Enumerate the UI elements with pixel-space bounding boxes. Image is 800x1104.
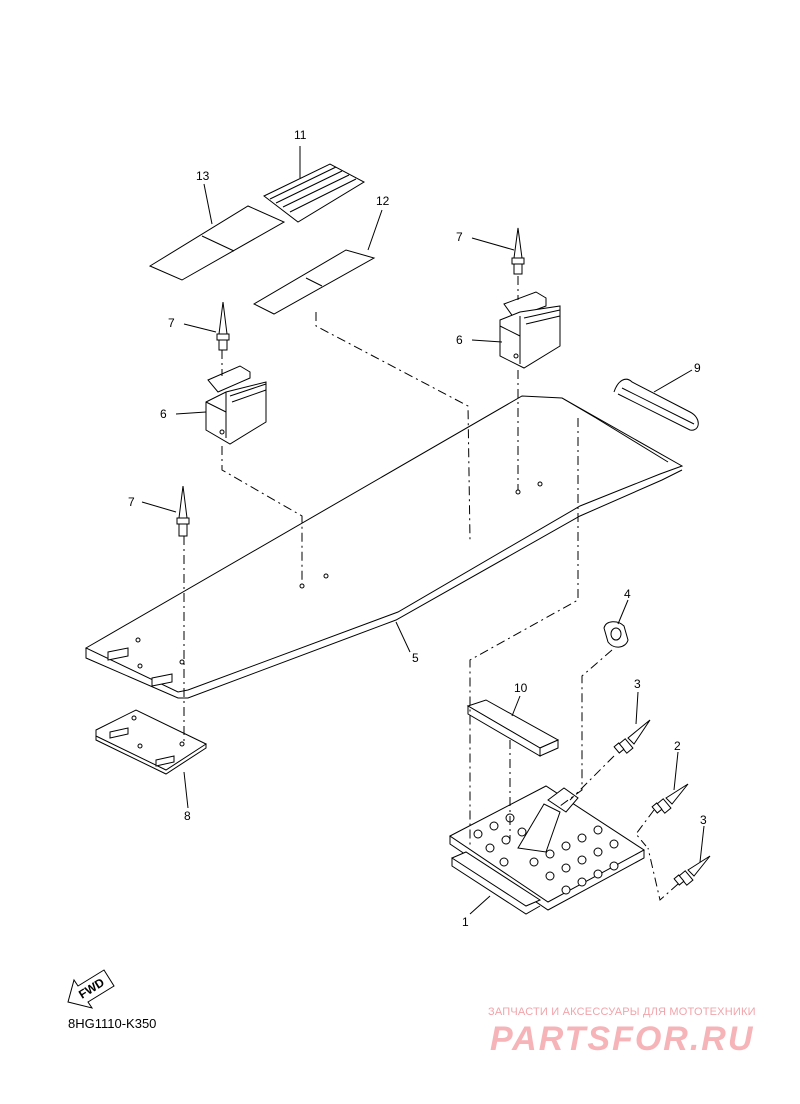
- part-4-clip-nut: [603, 621, 629, 648]
- callout-2: 2: [674, 739, 681, 753]
- part-5-floor-panel: [84, 395, 684, 699]
- leader-lines: [141, 146, 705, 915]
- callout-7-upper-right: 7: [456, 230, 463, 244]
- callout-1: 1: [462, 915, 469, 929]
- fwd-arrow-icon: FWD: [67, 969, 115, 1009]
- part-1-perforated-tray: [449, 785, 645, 915]
- part-12-label-strip: [252, 249, 376, 315]
- callout-3-upper: 3: [634, 677, 641, 691]
- part-7-rivet-mid-left: [216, 301, 230, 351]
- callout-9: 9: [694, 361, 701, 375]
- watermark-brand: PARTSFOR.RU: [490, 1020, 755, 1058]
- callout-5: 5: [412, 651, 419, 665]
- part-3-push-rivet-upper: [613, 719, 651, 754]
- part-6-bracket-right: [499, 291, 561, 369]
- callout-7-lower-left: 7: [128, 495, 135, 509]
- part-2-push-rivet: [651, 783, 689, 814]
- part-13-label-plate: [148, 205, 286, 281]
- callout-numbers: 11 13 12 7 7 6 9 6 7 4 5 10 3 2 3 8 1: [128, 128, 707, 929]
- part-6-bracket-left: [205, 365, 267, 445]
- callout-4: 4: [624, 587, 631, 601]
- callout-12: 12: [376, 194, 390, 208]
- callout-10: 10: [514, 681, 528, 695]
- part-3-push-rivet-lower: [673, 855, 711, 886]
- callout-13: 13: [196, 169, 210, 183]
- callout-6-left: 6: [160, 407, 167, 421]
- part-10-foam-block: [466, 699, 560, 757]
- part-7-rivet-lower-left: [176, 485, 190, 537]
- callout-11: 11: [294, 128, 307, 142]
- assembly-lines: [183, 276, 679, 901]
- part-7-rivet-upper-right: [511, 227, 525, 275]
- part-9-wire-clip: [613, 378, 699, 431]
- part-8-small-plate: [95, 709, 208, 775]
- watermark-tagline: ЗАПЧАСТИ И АКСЕССУАРЫ ДЛЯ МОТОТЕХНИКИ: [488, 1006, 756, 1018]
- callout-8: 8: [184, 809, 191, 823]
- callout-7-mid-left: 7: [168, 316, 175, 330]
- part-11-striped-plate: [263, 163, 366, 223]
- callout-6-right: 6: [456, 333, 463, 347]
- callout-3-lower: 3: [700, 813, 707, 827]
- diagram-code: 8HG1110-K350: [68, 1016, 157, 1031]
